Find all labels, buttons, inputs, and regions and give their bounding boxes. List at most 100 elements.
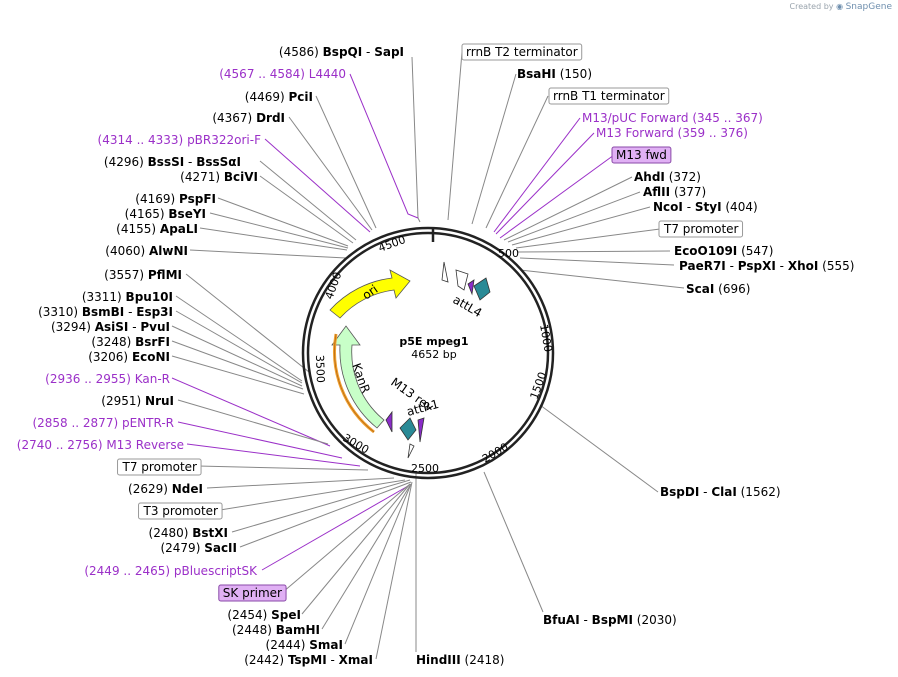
label-pspfi-text: (4169) PspFI — [135, 192, 216, 206]
snapgene-credit: Created by ◉ SnapGene — [789, 2, 893, 12]
label-bsahi[interactable]: BsaHI (150) — [517, 67, 592, 81]
label-nrui-text: (2951) NruI — [101, 394, 174, 408]
label-m13puc-text: M13/pUC Forward (345 .. 367) — [582, 111, 763, 125]
label-skprimer-box — [218, 584, 287, 602]
label-m13f-text: M13 Forward (359 .. 376) — [596, 126, 748, 140]
label-asisi[interactable]: (3294) AsiSI - PvuI — [51, 320, 170, 334]
label-bcivi-text: (4271) BciVI — [180, 170, 258, 184]
label-m13r-text: (2740 .. 2756) M13 Reverse — [17, 438, 184, 452]
label-t3p-box — [138, 502, 223, 520]
feature-attl4[interactable]: attL4 — [441, 261, 491, 320]
label-bcivi[interactable]: (4271) BciVI — [180, 170, 258, 184]
label-pentr[interactable]: (2858 .. 2877) pENTR-R — [32, 416, 174, 430]
label-l4440[interactable]: (4567 .. 4584) L4440 — [219, 67, 346, 81]
ruler-tick-2000: 2000 — [480, 440, 511, 465]
plasmid-name: p5E mpeg1 — [399, 335, 468, 348]
label-t7p_l[interactable]: T7 promoter — [117, 458, 202, 476]
label-bfuai-text: BfuAI - BspMI (2030) — [543, 613, 677, 627]
ruler-tick-3000: 3000 — [341, 431, 372, 456]
label-clai-text: BspDI - ClaI (1562) — [660, 485, 781, 499]
label-smai-text: (2444) SmaI — [266, 638, 343, 652]
label-tspmi[interactable]: (2442) TspMI - XmaI — [244, 653, 373, 667]
ruler-tick-3500: 3500 — [313, 355, 327, 383]
label-sapi[interactable]: (4586) BspQI - SapI — [279, 45, 404, 59]
label-skprimer[interactable]: SK primer — [218, 584, 287, 602]
label-pbr322[interactable]: (4314 .. 4333) pBR322ori-F — [98, 133, 262, 147]
label-rrnbt2-text: rrnB T2 terminator — [466, 45, 578, 59]
label-m13fwd[interactable]: M13 fwd — [611, 146, 672, 164]
label-bamhi-text: (2448) BamHI — [232, 623, 320, 637]
label-skprimer-text: SK primer — [223, 586, 282, 600]
label-rrnbt1-text: rrnB T1 terminator — [553, 89, 665, 103]
label-t7p_r[interactable]: T7 promoter — [658, 220, 744, 238]
label-t3p[interactable]: T3 promoter — [138, 502, 223, 520]
label-bsssi[interactable]: (4296) BssSI - BssSαI — [104, 155, 241, 169]
label-eco0109[interactable]: EcoO109I (547) — [674, 244, 773, 258]
label-rrnbt2-box — [461, 43, 583, 61]
label-m13fwd-box — [611, 146, 672, 164]
label-alwni-text: (4060) AlwNI — [105, 244, 188, 258]
label-sacii-text: (2479) SacII — [160, 541, 237, 555]
label-t3p-text: T3 promoter — [143, 504, 219, 518]
label-bpu10i[interactable]: (3311) Bpu10I — [82, 290, 173, 304]
feature-kanr[interactable]: KanR — [331, 325, 385, 434]
label-drdi[interactable]: (4367) DrdI — [212, 111, 285, 125]
plasmid-length: 4652 bp — [411, 348, 456, 361]
label-xhoi[interactable]: PaeR7I - PspXI - XhoI (555) — [679, 259, 854, 273]
label-bstxi[interactable]: (2480) BstXI — [149, 526, 228, 540]
label-pcii-text: (4469) PciI — [245, 90, 313, 104]
label-bstxi-text: (2480) BstXI — [149, 526, 228, 540]
label-hindiii[interactable]: HindIII (2418) — [416, 653, 504, 667]
label-pbsk[interactable]: (2449 .. 2465) pBluescriptSK — [84, 564, 258, 578]
label-rrnbt1[interactable]: rrnB T1 terminator — [548, 87, 670, 105]
label-bsrfi-text: (3248) BsrFI — [91, 335, 170, 349]
label-m13puc[interactable]: M13/pUC Forward (345 .. 367) — [582, 111, 763, 125]
label-smai[interactable]: (2444) SmaI — [266, 638, 343, 652]
label-kanr_p[interactable]: (2936 .. 2955) Kan-R — [45, 372, 170, 386]
label-asisi-text: (3294) AsiSI - PvuI — [51, 320, 170, 334]
label-styi[interactable]: NcoI - StyI (404) — [653, 200, 758, 214]
label-ndei-text: (2629) NdeI — [128, 482, 203, 496]
label-rrnbt1-box — [548, 87, 670, 105]
label-clai[interactable]: BspDI - ClaI (1562) — [660, 485, 781, 499]
label-styi-text: NcoI - StyI (404) — [653, 200, 758, 214]
label-bsmbi[interactable]: (3310) BsmBI - Esp3I — [38, 305, 173, 319]
snapgene-logo-icon: ◉ — [836, 2, 844, 11]
label-pbr322-text: (4314 .. 4333) pBR322ori-F — [98, 133, 262, 147]
label-bsrfi[interactable]: (3248) BsrFI — [91, 335, 170, 349]
label-m13f[interactable]: M13 Forward (359 .. 376) — [596, 126, 748, 140]
label-pcii[interactable]: (4469) PciI — [245, 90, 313, 104]
label-m13fwd-text: M13 fwd — [616, 148, 667, 162]
label-ahdi[interactable]: AhdI (372) — [634, 170, 701, 184]
label-econi[interactable]: (3206) EcoNI — [88, 350, 170, 364]
label-alwni[interactable]: (4060) AlwNI — [105, 244, 188, 258]
label-bsssi-text: (4296) BssSI - BssSαI — [104, 155, 241, 169]
label-t7p_l-text: T7 promoter — [122, 460, 198, 474]
label-tspmi-text: (2442) TspMI - XmaI — [244, 653, 373, 667]
site-labels: (4586) BspQI - SapI (4567 .. 4584) L4440 (… — [17, 43, 854, 667]
label-m13r[interactable]: (2740 .. 2756) M13 Reverse — [17, 438, 184, 452]
label-spei[interactable]: (2454) SpeI — [227, 608, 301, 622]
leader-lines — [171, 51, 685, 660]
label-bseyi[interactable]: (4165) BseYI — [125, 207, 206, 221]
label-eco0109-text: EcoO109I (547) — [674, 244, 773, 258]
label-sacii[interactable]: (2479) SacII — [160, 541, 237, 555]
label-apali[interactable]: (4155) ApaLI — [116, 222, 198, 236]
label-bfuai[interactable]: BfuAI - BspMI (2030) — [543, 613, 677, 627]
label-pflmi[interactable]: (3557) PflMI — [104, 268, 182, 282]
label-bsmbi-text: (3310) BsmBI - Esp3I — [38, 305, 173, 319]
feature-attr1[interactable]: attR1 M13 rev — [385, 375, 440, 459]
label-t7p_r-text: T7 promoter — [663, 222, 739, 236]
label-pspfi[interactable]: (4169) PspFI — [135, 192, 216, 206]
label-scai[interactable]: ScaI (696) — [686, 282, 750, 296]
ruler-tick-500: 500 — [498, 247, 519, 260]
label-rrnbt2[interactable]: rrnB T2 terminator — [461, 43, 583, 61]
label-ndei[interactable]: (2629) NdeI — [128, 482, 203, 496]
label-nrui[interactable]: (2951) NruI — [101, 394, 174, 408]
label-bsahi-text: BsaHI (150) — [517, 67, 592, 81]
label-sapi-text: (4586) BspQI - SapI — [279, 45, 404, 59]
label-aflii[interactable]: AflII (377) — [643, 185, 706, 199]
label-pbsk-text: (2449 .. 2465) pBluescriptSK — [84, 564, 258, 578]
ruler-tick-2500: 2500 — [411, 462, 439, 475]
label-bamhi[interactable]: (2448) BamHI — [232, 623, 320, 637]
